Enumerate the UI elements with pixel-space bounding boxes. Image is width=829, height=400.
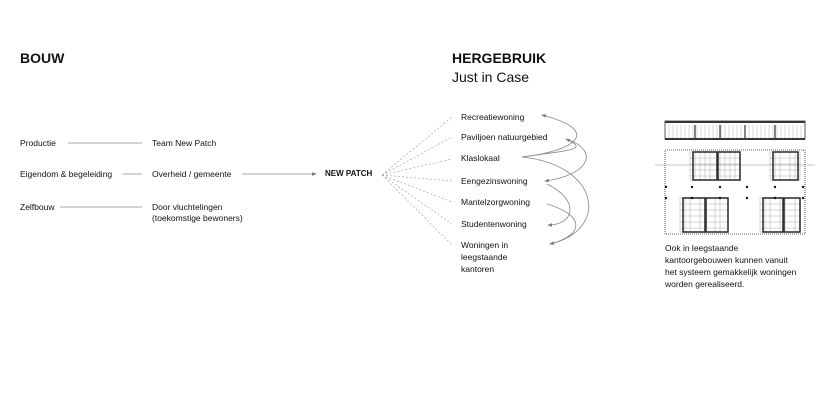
reuse-item: Recreatiewoning bbox=[461, 112, 525, 122]
fan-lines bbox=[381, 116, 453, 246]
row-value-2: (toekomstige bewoners) bbox=[152, 213, 243, 223]
reuse-item: Klaslokaal bbox=[461, 153, 500, 163]
reuse-item: Mantelzorgwoning bbox=[461, 197, 530, 207]
bouw-title: BOUW bbox=[20, 50, 65, 66]
reuse-item: Studentenwoning bbox=[461, 219, 527, 229]
row-value: Door vluchtelingen bbox=[152, 202, 223, 212]
hergebruik-subtitle: Just in Case bbox=[452, 69, 530, 85]
reuse-item: Woningen in bbox=[461, 240, 509, 250]
reuse-item: Eengezinswoning bbox=[461, 176, 528, 186]
row-label: Zelfbouw bbox=[20, 202, 55, 212]
caption-line: kantoorgebouwen kunnen vanuit bbox=[665, 255, 788, 265]
caption-line: het systeem gemakkelijk woningen bbox=[665, 267, 797, 277]
office-floorplan-drawing bbox=[655, 120, 815, 235]
reuse-item: Paviljoen natuurgebied bbox=[461, 132, 548, 142]
caption-line: Ook in leegstaande bbox=[665, 243, 739, 253]
row-value: Team New Patch bbox=[152, 138, 217, 148]
hergebruik-title: HERGEBRUIK bbox=[452, 50, 547, 66]
row-value: Overheid / gemeente bbox=[152, 169, 232, 179]
new-patch-label: NEW PATCH bbox=[325, 169, 373, 178]
reuse-item: kantoren bbox=[461, 264, 495, 274]
row-label: Productie bbox=[20, 138, 56, 148]
reuse-arrows bbox=[521, 114, 589, 245]
row-label: Eigendom & begeleiding bbox=[20, 169, 113, 179]
reuse-item: leegstaande bbox=[461, 252, 508, 262]
caption-line: worden gerealiseerd. bbox=[665, 279, 745, 289]
